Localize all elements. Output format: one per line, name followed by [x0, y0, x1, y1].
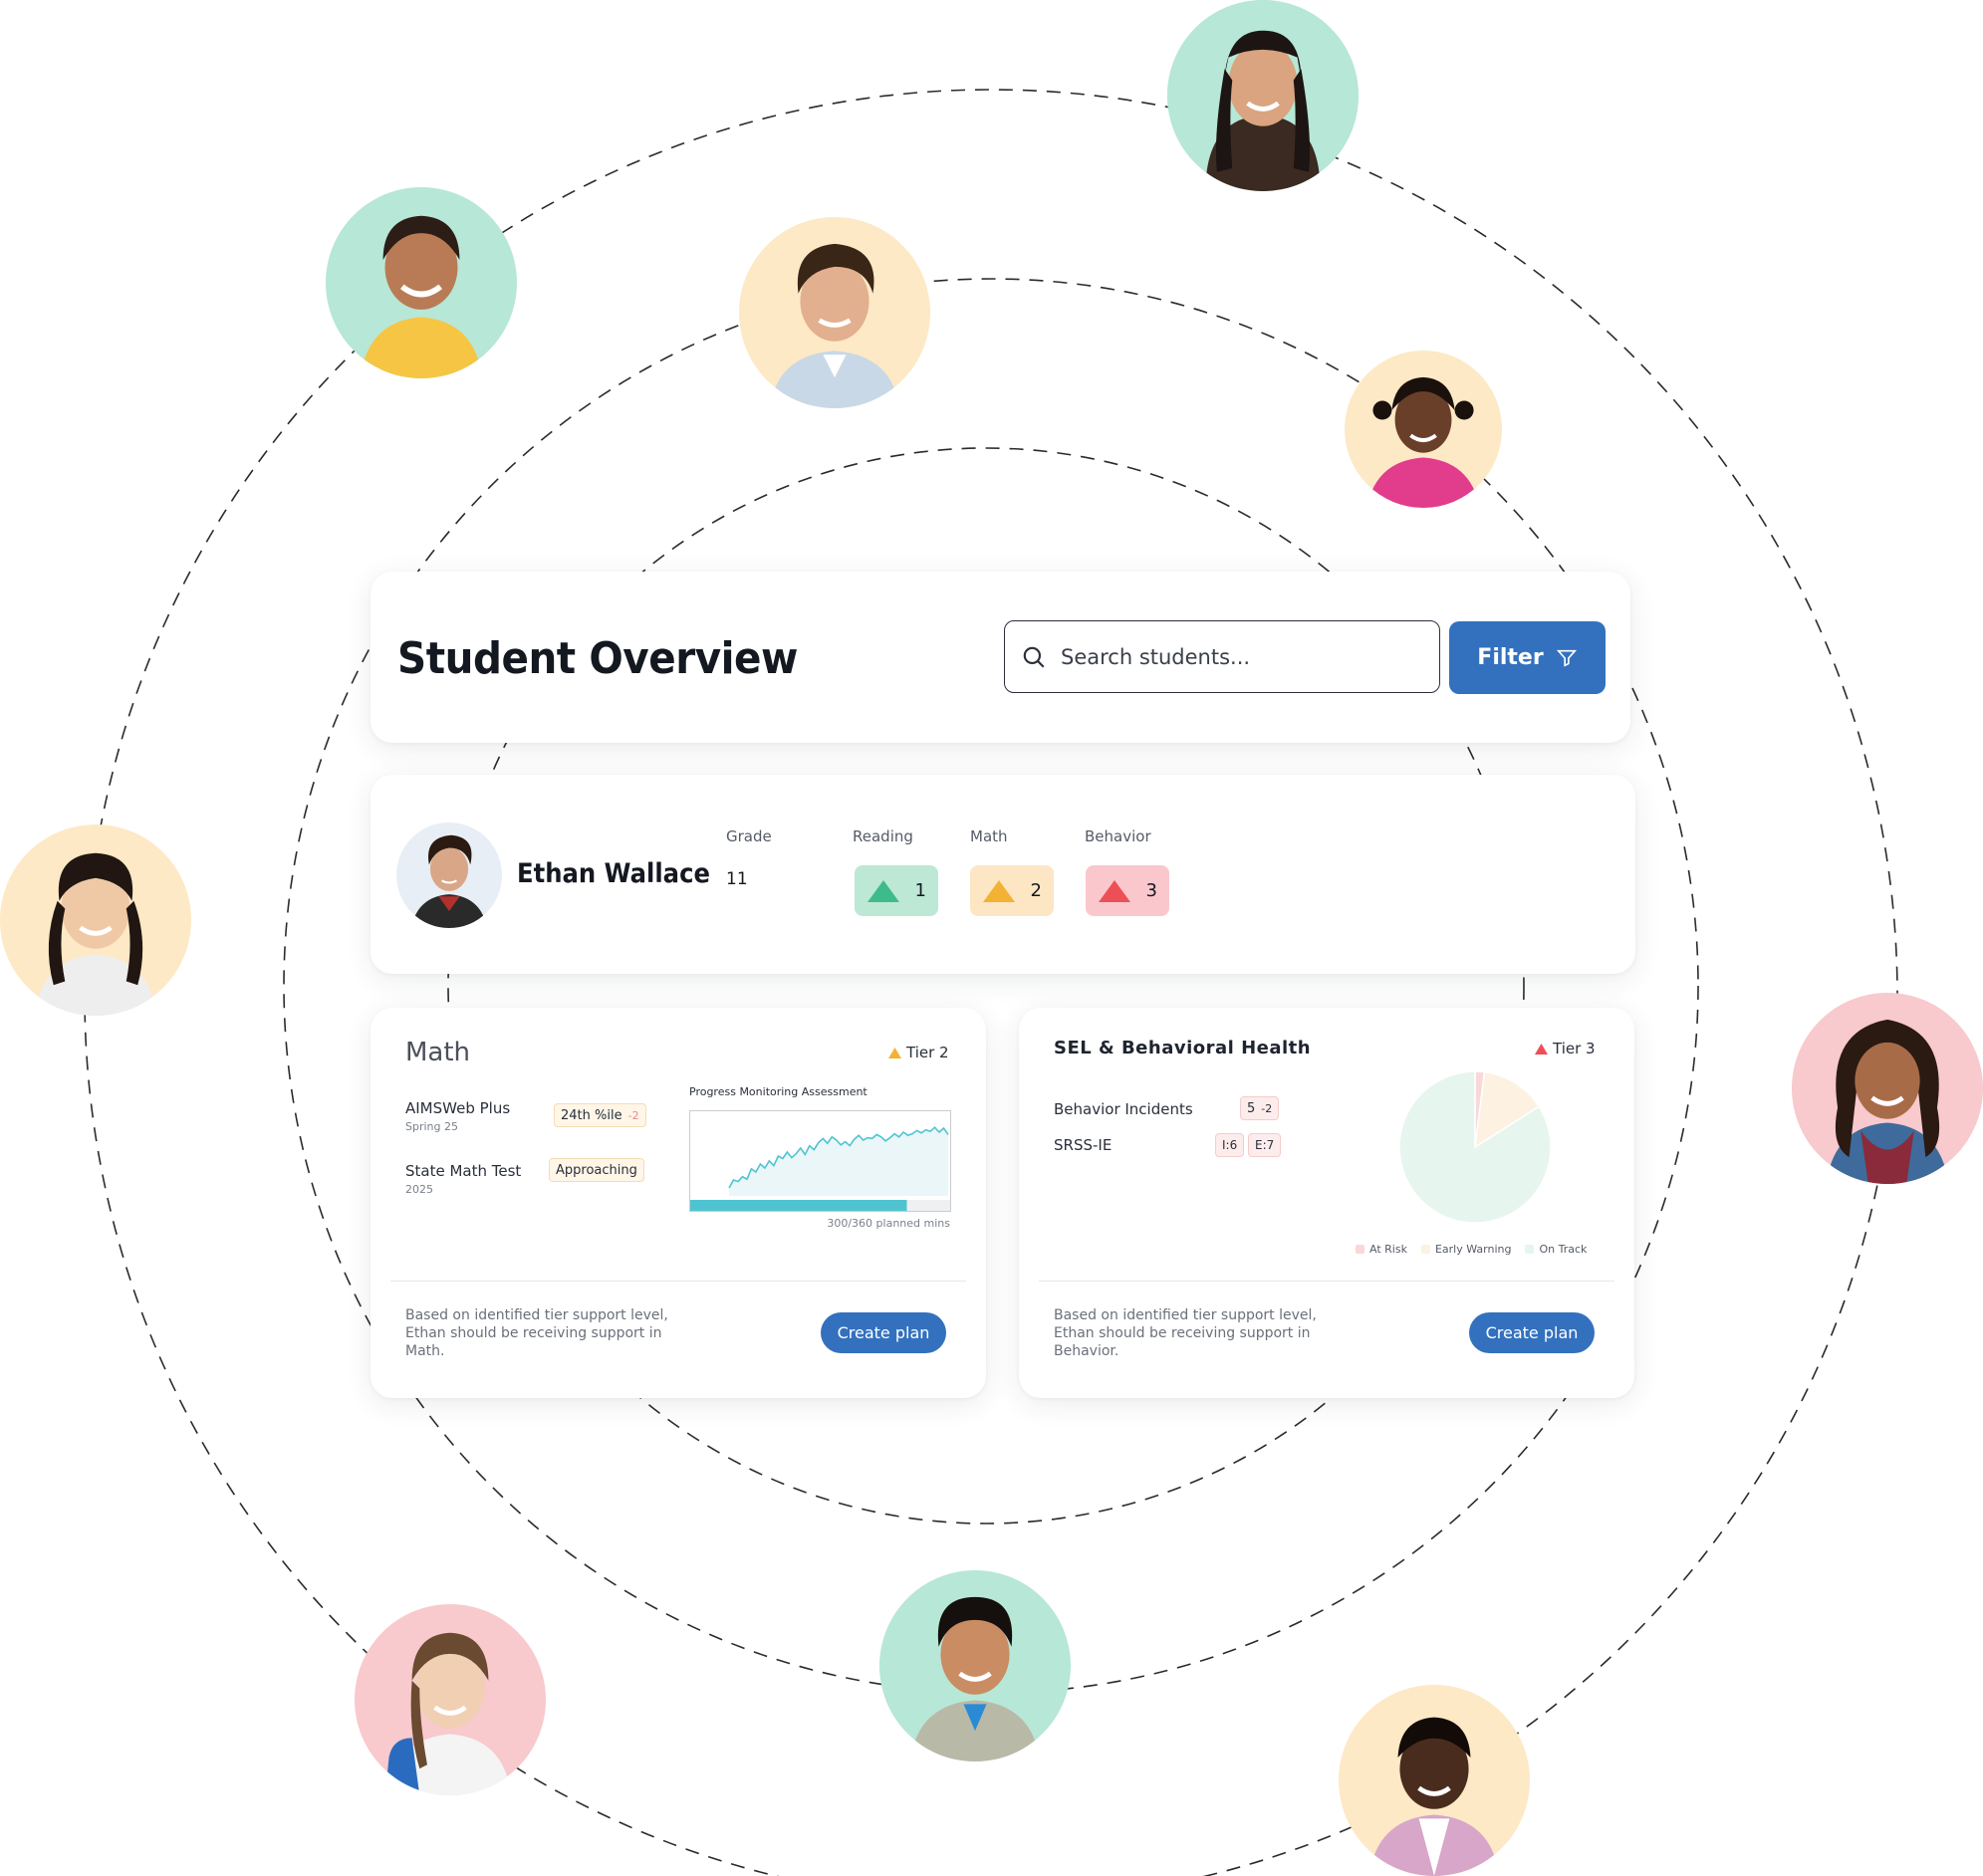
grade-label: Grade [726, 827, 772, 845]
progress-caption: 300/360 planned mins [827, 1217, 950, 1230]
avatar-student-bottom-center [879, 1570, 1071, 1761]
avatar-student-left [0, 824, 191, 1016]
sel-card-title: SEL & Behavioral Health [1054, 1038, 1312, 1058]
sel-pie-chart [1398, 1070, 1552, 1224]
behavior-tier-badge[interactable]: 3 [1086, 865, 1169, 916]
orbit-ring-inner [447, 447, 1525, 1524]
filter-button-label: Filter [1477, 645, 1544, 670]
math-card-title: Math [405, 1038, 471, 1067]
legend-item-at-risk: At Risk [1356, 1243, 1407, 1256]
avatar-student-right [1792, 993, 1983, 1184]
srss-internal-value: I:6 [1222, 1138, 1238, 1152]
legend-label: At Risk [1369, 1243, 1407, 1256]
avatar-student-top-right [1167, 0, 1359, 191]
behavior-incidents-delta: -2 [1261, 1101, 1273, 1115]
legend-label: On Track [1539, 1243, 1588, 1256]
math-create-plan-button[interactable]: Create plan [821, 1312, 946, 1353]
chart-title: Progress Monitoring Assessment [689, 1085, 868, 1098]
srss-label: SRSS-IE [1054, 1136, 1113, 1154]
sel-tier-tag: Tier 3 [1535, 1040, 1596, 1057]
math-footnote: Based on identified tier support level, … [405, 1307, 668, 1359]
tier-triangle-icon [888, 1047, 901, 1058]
math-tier-tag: Tier 2 [888, 1044, 949, 1061]
behavior-incidents-label: Behavior Incidents [1054, 1100, 1193, 1118]
pie-legend: At Risk Early Warning On Track [1356, 1243, 1587, 1256]
aimsweb-score-delta: -2 [627, 1108, 639, 1122]
math-label: Math [970, 827, 1008, 845]
avatar-student-top-left [326, 187, 517, 378]
behavior-incidents-value: 5 [1247, 1100, 1256, 1116]
filter-button[interactable]: Filter [1449, 621, 1606, 694]
filter-funnel-icon [1556, 649, 1577, 667]
metric-name: AIMSWeb Plus [405, 1099, 511, 1117]
state-test-chip: Approaching [549, 1158, 644, 1182]
behavior-label: Behavior [1085, 827, 1151, 845]
tier-triangle-icon [1099, 879, 1130, 902]
progress-line-chart [689, 1110, 951, 1212]
sel-tier-label: Tier 3 [1553, 1040, 1596, 1057]
sel-footnote: Based on identified tier support level, … [1054, 1307, 1317, 1359]
sel-card: SEL & Behavioral Health Tier 3 Behavior … [1019, 1008, 1634, 1398]
srss-internal-chip: I:6 [1215, 1133, 1245, 1157]
grade-value: 11 [726, 869, 748, 889]
line-series [728, 1126, 949, 1189]
reading-label: Reading [853, 827, 913, 845]
pie-slice-early-warning [1474, 1070, 1541, 1149]
orbit-ring-middle [283, 278, 1699, 1694]
metric-subtitle: Spring 25 [405, 1120, 458, 1133]
reading-tier-value: 1 [914, 880, 926, 901]
legend-item-early-warning: Early Warning [1420, 1243, 1512, 1256]
math-tier-value: 2 [1030, 880, 1042, 901]
page-title: Student Overview [397, 633, 798, 684]
metric-name: State Math Test [405, 1162, 522, 1180]
search-box[interactable] [1004, 620, 1440, 693]
behavior-tier-value: 3 [1145, 880, 1157, 901]
progress-fill [690, 1200, 907, 1211]
sel-create-plan-button[interactable]: Create plan [1469, 1312, 1595, 1353]
tier-triangle-icon [868, 879, 899, 902]
avatar-student-bottom-right [1339, 1685, 1530, 1876]
tier-triangle-icon [1535, 1043, 1548, 1055]
state-test-value: Approaching [556, 1162, 637, 1178]
legend-label: Early Warning [1434, 1243, 1512, 1256]
aimsweb-score-value: 24th %ile [561, 1107, 622, 1123]
legend-item-on-track: On Track [1525, 1243, 1587, 1256]
student-summary-card[interactable]: Ethan Wallace Grade 11 Reading 1 Math 2 … [371, 775, 1635, 974]
line-series-area [729, 1127, 948, 1196]
pie-slice-on-track [1398, 1070, 1552, 1224]
search-input[interactable] [1059, 643, 1421, 670]
header-card: Student Overview Filter [371, 572, 1630, 743]
math-card: Math Tier 2 AIMSWeb Plus Spring 25 24th … [371, 1008, 986, 1398]
srss-external-chip: E:7 [1248, 1133, 1282, 1157]
aimsweb-score-chip: 24th %ile -2 [554, 1103, 646, 1127]
behavior-incidents-chip: 5 -2 [1240, 1096, 1280, 1120]
tier-triangle-icon [983, 879, 1015, 902]
reading-tier-badge[interactable]: 1 [855, 865, 938, 916]
math-tier-label: Tier 2 [906, 1044, 949, 1061]
search-icon [1023, 646, 1045, 668]
card-divider [390, 1281, 966, 1282]
student-name: Ethan Wallace [517, 858, 710, 889]
avatar-student-top-center [739, 217, 930, 408]
srss-external-value: E:7 [1255, 1138, 1275, 1152]
avatar-student-right-upper [1345, 351, 1502, 508]
student-avatar [396, 822, 502, 928]
math-tier-badge[interactable]: 2 [970, 865, 1054, 916]
metric-subtitle: 2025 [405, 1183, 433, 1196]
avatar-student-bottom-left [355, 1604, 546, 1795]
card-divider [1039, 1281, 1614, 1282]
